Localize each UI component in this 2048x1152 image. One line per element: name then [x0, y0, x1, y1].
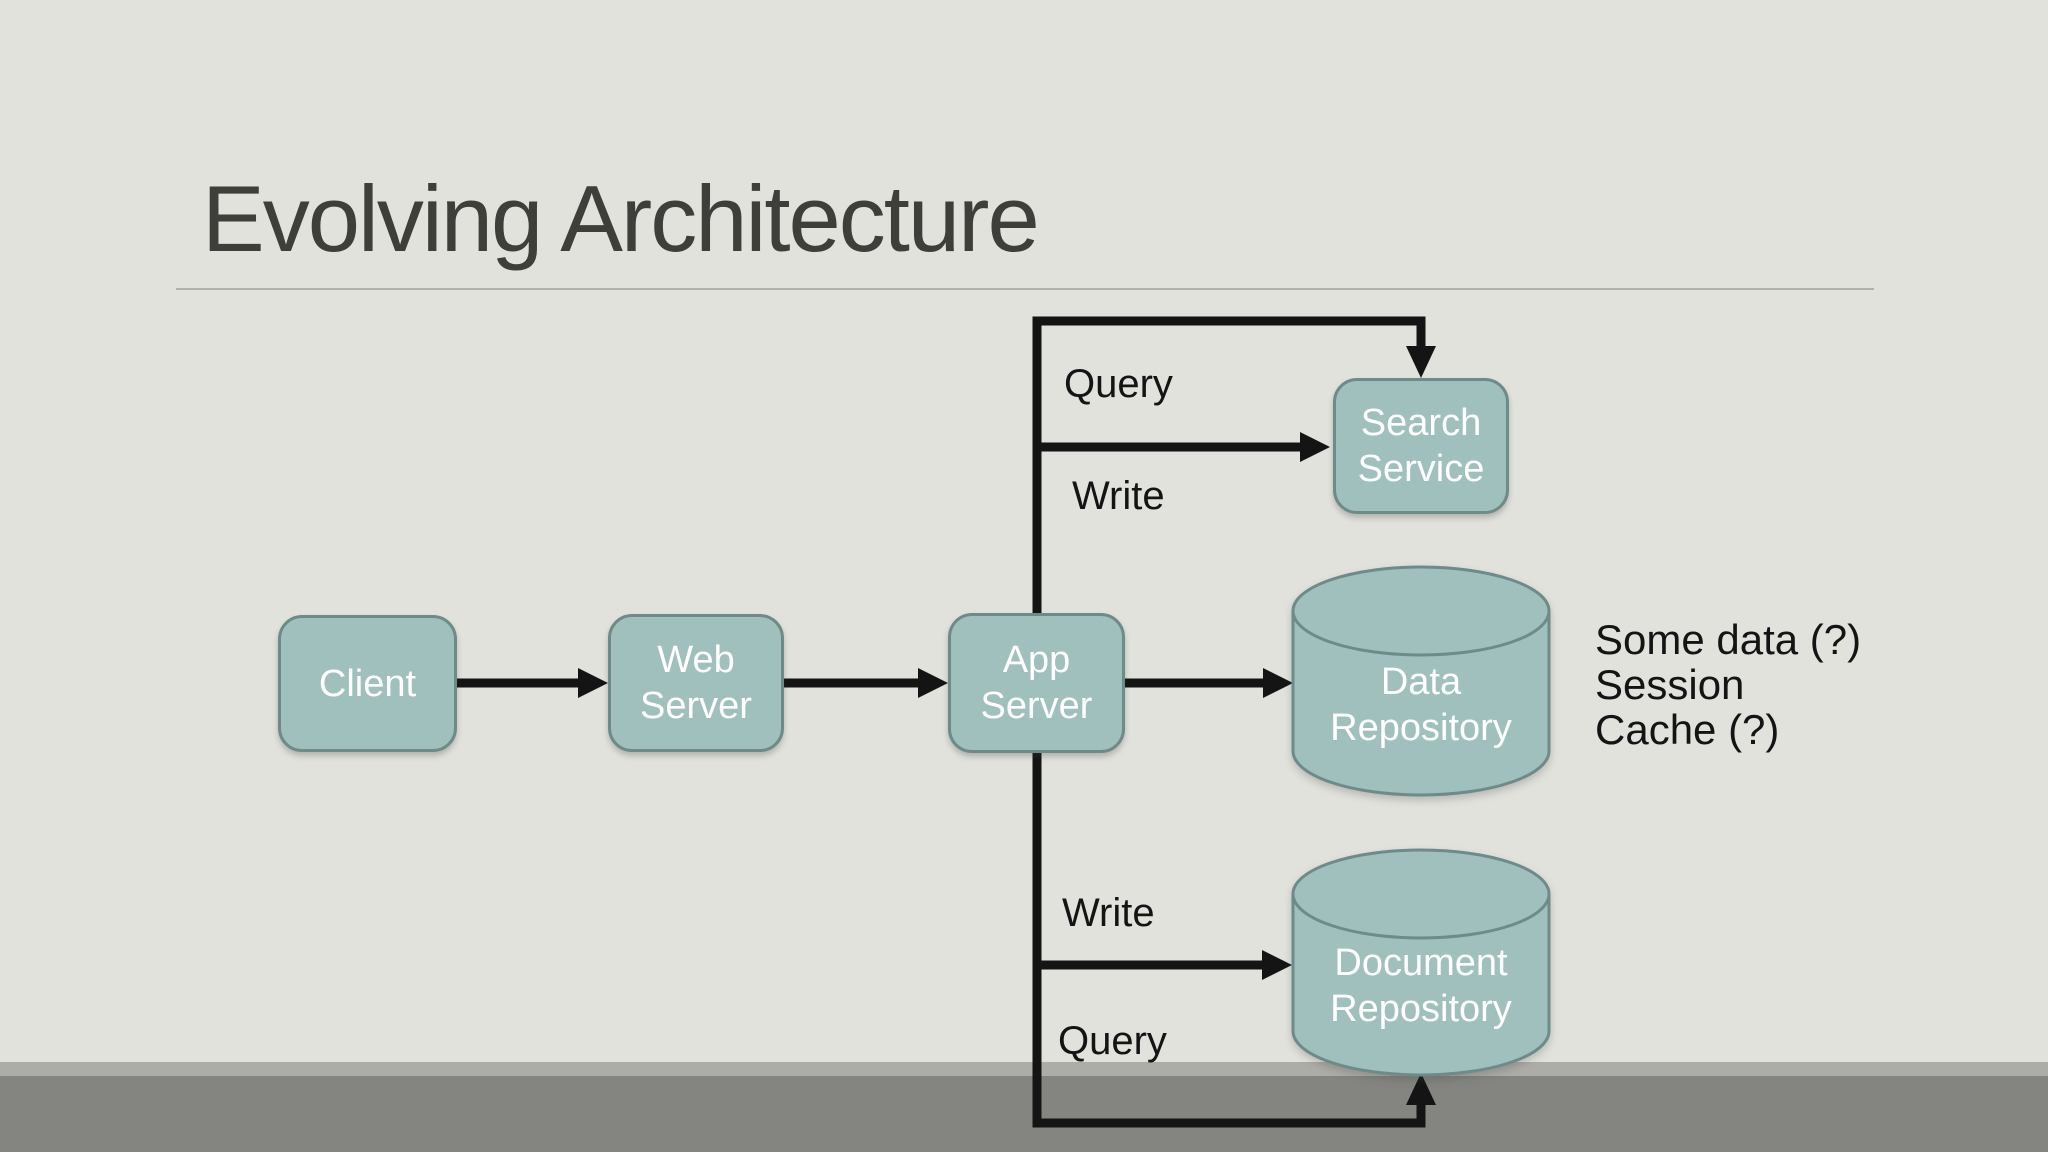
cylinder-data-repository [1291, 565, 1551, 797]
cylinder-data-repository-lid [1291, 565, 1551, 657]
data-repository-annotation: Some data (?) Session Cache (?) [1595, 617, 1861, 752]
data-repository-label: Data Repository [1330, 661, 1512, 749]
footer-band-light [0, 1062, 2048, 1076]
document-repository-label: Document Repository [1330, 942, 1512, 1030]
slide-title: Evolving Architecture [202, 166, 1040, 271]
arrowhead-web-app [918, 668, 948, 698]
annotation-line-3: Cache (?) [1595, 706, 1780, 753]
title-underline [176, 288, 1874, 290]
annotation-line-2: Session [1595, 661, 1745, 708]
arrowhead-write-search [1300, 432, 1330, 462]
search-service-node: Search Service [1333, 378, 1509, 514]
edge-label-query-top: Query [1064, 362, 1173, 406]
app-server-node: App Server [948, 613, 1125, 753]
edge-label-write-top: Write [1072, 474, 1165, 518]
arrowhead-app-data [1263, 668, 1293, 698]
arrowhead-write-document [1262, 950, 1292, 980]
cylinder-document-repository-body [1291, 894, 1551, 1077]
cylinder-document-repository [1291, 848, 1551, 1077]
cylinder-data-repository-body [1291, 611, 1551, 797]
edge-label-write-bottom: Write [1062, 891, 1155, 935]
client-node: Client [278, 615, 457, 752]
cylinder-document-repository-lid [1291, 848, 1551, 940]
arrowhead-client-web [578, 668, 608, 698]
edge-label-query-bottom: Query [1058, 1019, 1167, 1063]
web-server-node: Web Server [608, 614, 784, 752]
annotation-line-1: Some data (?) [1595, 616, 1862, 663]
arrowhead-down-search-service [1406, 346, 1436, 378]
footer-band-dark [0, 1076, 2048, 1152]
arrowhead-up-document-repository [1406, 1073, 1436, 1105]
